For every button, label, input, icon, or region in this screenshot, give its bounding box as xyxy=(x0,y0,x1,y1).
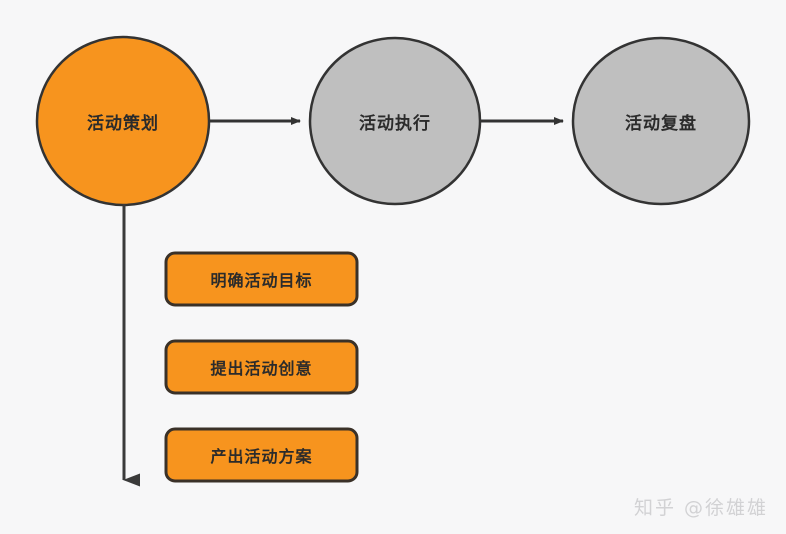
watermark-text: 知乎 @徐雄雄 xyxy=(633,497,768,519)
stage-circle-execution[interactable] xyxy=(308,36,482,206)
stage-circle-review[interactable] xyxy=(571,36,751,206)
task-box-idea[interactable] xyxy=(164,339,359,395)
stage-circle-planning[interactable] xyxy=(35,35,211,207)
task-box-goal[interactable] xyxy=(164,251,359,307)
task-box-plan[interactable] xyxy=(164,427,359,483)
